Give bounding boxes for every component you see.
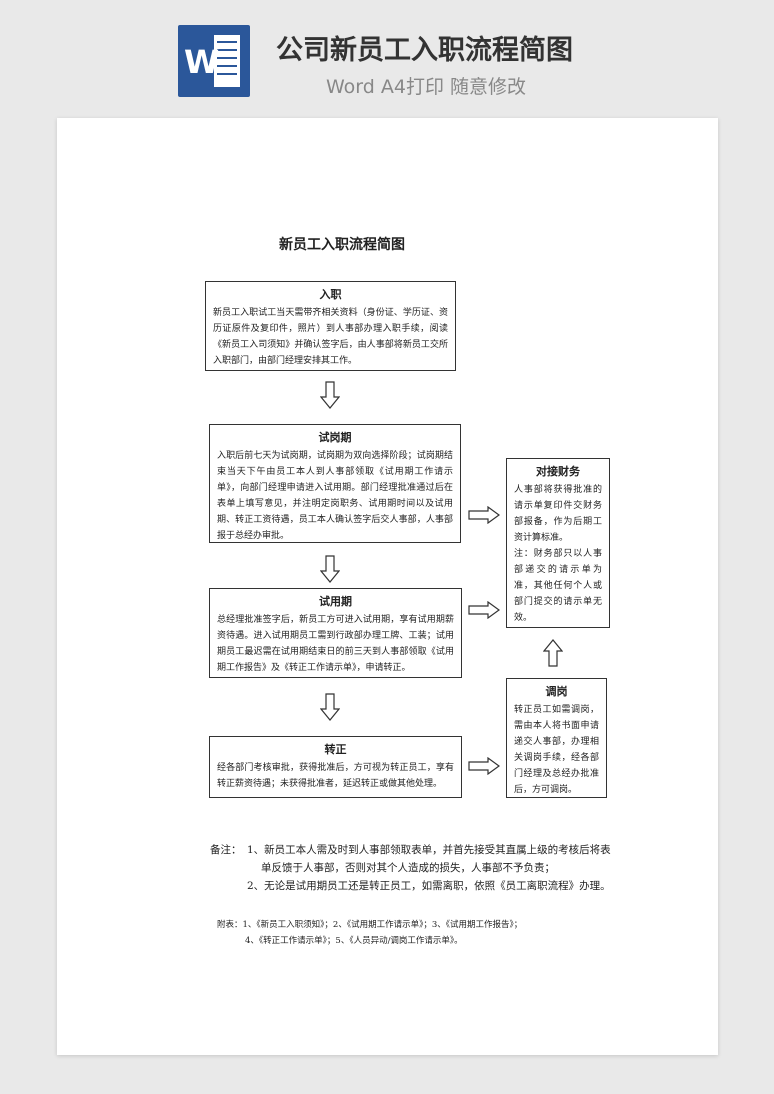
step-box-probation: 试用期 总经理批准签字后，新员工方可进入试用期，享有试用期薪资待遇。进入试用期员… <box>209 588 462 678</box>
finance-body: 人事部将获得批准的请示单复印件交财务部报备，作为后期工资计算标准。 <box>514 485 602 543</box>
down-arrow-icon <box>320 381 340 409</box>
right-arrow-icon <box>468 506 500 524</box>
word-icon: W <box>178 25 250 97</box>
step-title: 试用期 <box>319 595 352 608</box>
word-icon-letter: W <box>184 43 220 81</box>
step-box-onboarding: 入职 新员工入职试工当天需带齐相关资料（身份证、学历证、资历证原件及复印件，照片… <box>205 281 456 371</box>
finance-box: 对接财务 人事部将获得批准的请示单复印件交财务部报备，作为后期工资计算标准。 注… <box>506 458 610 628</box>
attachments-line-1: 附表：1、《新员工入职须知》；2、《试用期工作请示单》；3、《试用期工作报告》； <box>217 920 523 930</box>
step-body: 新员工入职试工当天需带齐相关资料（身份证、学历证、资历证原件及复印件，照片）到人… <box>213 308 448 366</box>
notes-item-1: 1、新员工本人需及时到人事部领取表单，并首先接受其直属上级的考核后将表 <box>247 844 611 856</box>
right-arrow-icon <box>468 757 500 775</box>
finance-title: 对接财务 <box>536 465 580 478</box>
transfer-title: 调岗 <box>545 685 568 698</box>
notes-label: 备注： <box>210 844 242 856</box>
step-title: 转正 <box>324 743 347 756</box>
page-title: 公司新员工入职流程简图 <box>276 35 573 66</box>
step-body: 经各部门考核审批，获得批准后，方可视为转正员工，享有转正薪资待遇；未获得批准者，… <box>217 763 454 789</box>
down-arrow-icon <box>320 555 340 583</box>
step-box-regularization: 转正 经各部门考核审批，获得批准后，方可视为转正员工，享有转正薪资待遇；未获得批… <box>209 736 462 798</box>
document-page: 新员工入职流程简图 入职 新员工入职试工当天需带齐相关资料（身份证、学历证、资历… <box>57 118 718 1055</box>
page-subtitle: Word A4打印 随意修改 <box>326 76 527 98</box>
down-arrow-icon <box>320 693 340 721</box>
attachments-line-2: 4、《转正工作请示单》；5、《人员异动/调岗工作请示单》。 <box>245 936 463 946</box>
notes-item-2: 2、无论是试用期员工还是转正员工，如需离职，依照《员工离职流程》办理。 <box>247 880 611 892</box>
step-body: 入职后前七天为试岗期，试岗期为双向选择阶段；试岗期结束当天下午由员工本人到人事部… <box>217 451 453 541</box>
up-arrow-icon <box>543 639 563 667</box>
step-title: 试岗期 <box>318 431 352 444</box>
step-box-trial-post: 试岗期 入职后前七天为试岗期，试岗期为双向选择阶段；试岗期结束当天下午由员工本人… <box>209 424 461 543</box>
step-title: 入职 <box>319 288 342 301</box>
step-body: 总经理批准签字后，新员工方可进入试用期，享有试用期薪资待遇。进入试用期员工需到行… <box>217 615 454 673</box>
notes-item-1-cont: 单反馈于人事部，否则对其个人造成的损失，人事部不予负责； <box>261 862 555 874</box>
document-title: 新员工入职流程简图 <box>279 237 405 253</box>
header: W 公司新员工入职流程简图 Word A4打印 随意修改 <box>0 0 774 110</box>
transfer-body: 转正员工如需调岗，需由本人将书面申请递交人事部，办理相关调岗手续，经各部门经理及… <box>514 705 599 795</box>
right-arrow-icon <box>468 601 500 619</box>
finance-note: 注：财务部只以人事部递交的请示单为准，其他任何个人或部门提交的请示单无效。 <box>514 549 602 623</box>
transfer-box: 调岗 转正员工如需调岗，需由本人将书面申请递交人事部，办理相关调岗手续，经各部门… <box>506 678 607 798</box>
